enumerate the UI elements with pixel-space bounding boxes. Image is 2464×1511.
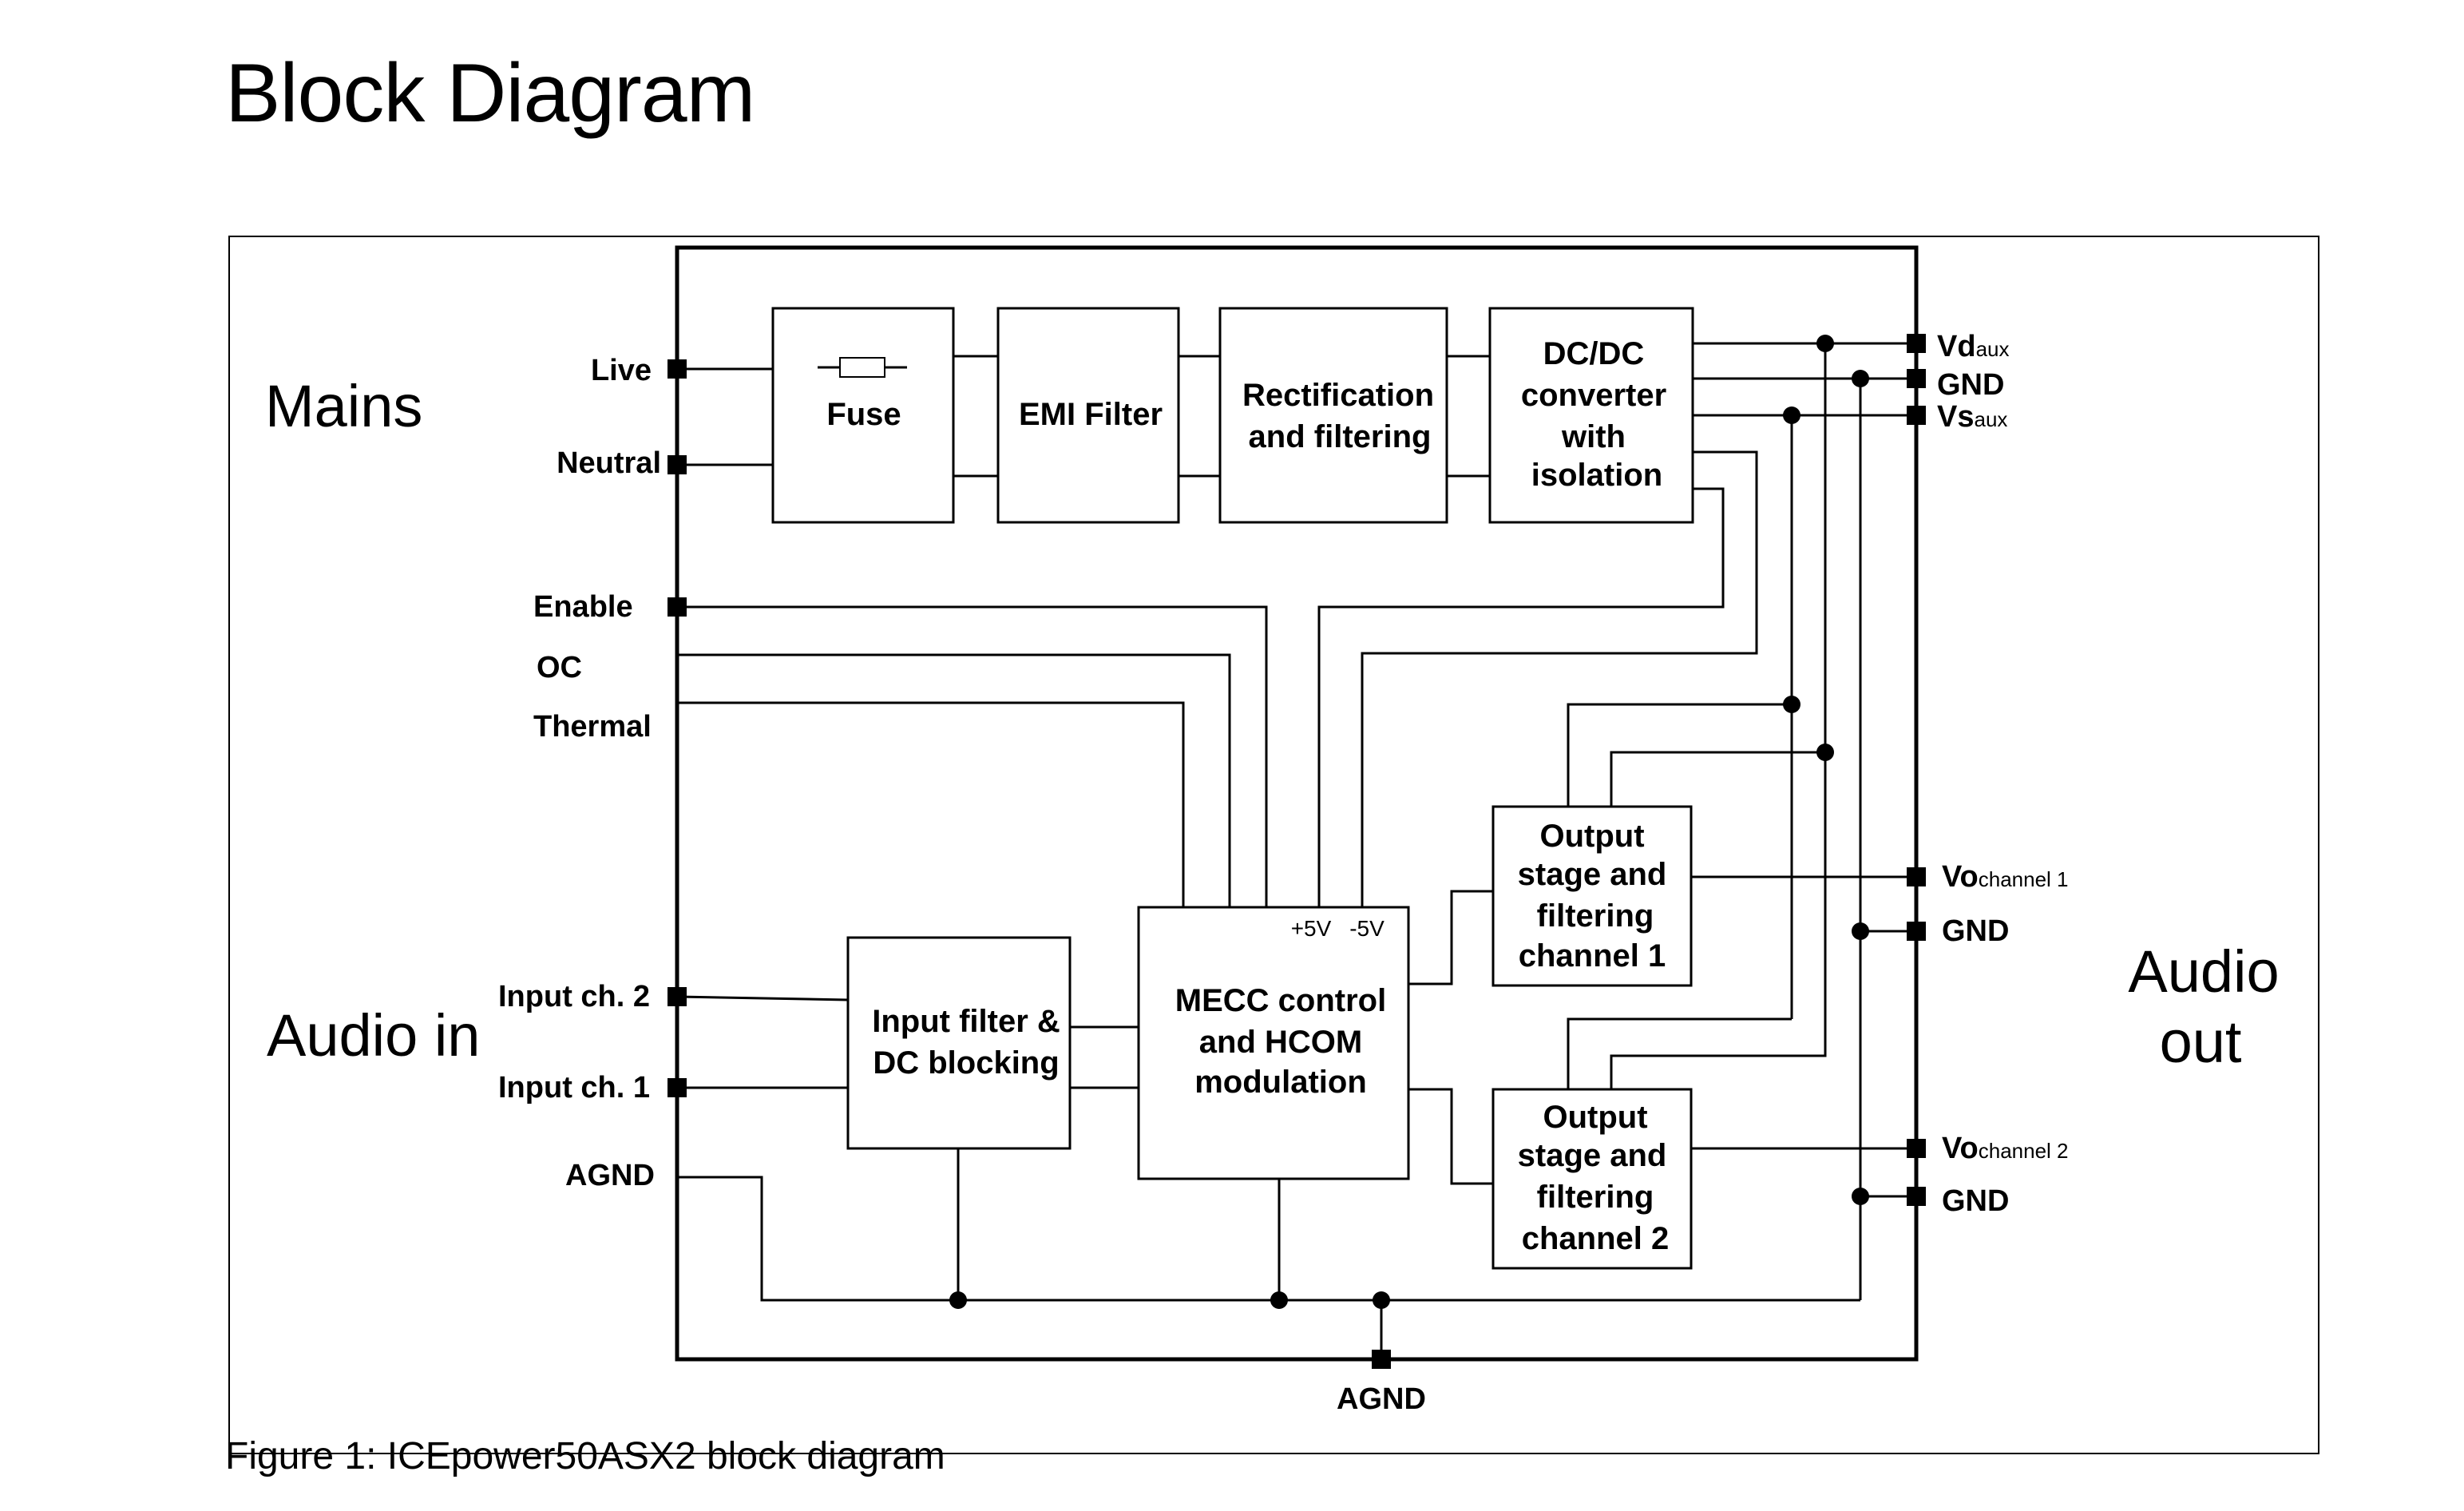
dcdc-label-4: isolation	[1531, 458, 1662, 493]
output-stage-channel-2-block: Output stage and filtering channel 2	[1491, 1088, 1693, 1270]
input-filter-label-2: DC blocking	[873, 1045, 1059, 1081]
pin-neutral-label: Neutral	[557, 446, 661, 480]
page-title: Block Diagram	[225, 47, 755, 140]
emi-filter-label: EMI Filter	[1019, 397, 1163, 432]
out1-label-2: stage and	[1518, 857, 1667, 892]
pin-vs-aux-label: Vsaux	[1937, 400, 2007, 434]
out1-label-3: filtering	[1537, 898, 1654, 934]
figure-caption: Figure 1: ICEpower50ASX2 block diagram	[225, 1435, 945, 1477]
pin-terminals	[667, 334, 1926, 1369]
audio-in-region-label: Audio in	[267, 1002, 480, 1069]
figure-frame	[228, 236, 2319, 1454]
mecc-minus-5v: -5V	[1349, 916, 1385, 941]
mecc-plus-5v: +5V	[1291, 916, 1332, 941]
rectification-label-2: and filtering	[1249, 419, 1432, 454]
out2-label-1: Output	[1543, 1100, 1647, 1135]
mecc-label-1: MECC control	[1175, 983, 1386, 1018]
pin-vd-aux-label: Vdaux	[1937, 330, 2009, 363]
dcdc-label-1: DC/DC	[1543, 336, 1645, 371]
mecc-label-3: modulation	[1194, 1065, 1367, 1100]
out2-label-2: stage and	[1518, 1138, 1667, 1173]
pin-vo-channel-2-label: Vochannel 2	[1942, 1132, 2069, 1165]
pin-input-ch2-label: Input ch. 2	[498, 980, 650, 1013]
pin-enable-label: Enable	[533, 590, 633, 624]
pin-agnd-bottom-label: AGND	[1337, 1382, 1426, 1416]
out2-label-3: filtering	[1537, 1180, 1654, 1215]
pin-gnd-aux-label: GND	[1937, 368, 2004, 402]
dcdc-label-3: with	[1561, 419, 1626, 454]
pin-vo-channel-1-label: Vochannel 1	[1942, 860, 2069, 894]
mecc-control-block: +5V -5V MECC control and HCOM modulation	[1137, 906, 1410, 1180]
pin-input-ch1-label: Input ch. 1	[498, 1071, 650, 1104]
input-filter-label-1: Input filter &	[872, 1004, 1060, 1039]
emi-filter-block: EMI Filter	[996, 307, 1180, 524]
fuse-block: Fuse	[771, 307, 955, 524]
out1-label-1: Output	[1539, 819, 1644, 854]
pin-gnd-channel-1-label: GND	[1942, 914, 2009, 948]
fuse-label: Fuse	[826, 397, 901, 432]
out1-label-4: channel 1	[1519, 938, 1666, 974]
pin-thermal-label: Thermal	[533, 710, 652, 744]
mecc-label-2: and HCOM	[1199, 1025, 1362, 1060]
wires	[676, 342, 1916, 1359]
dcdc-label-2: converter	[1521, 378, 1666, 413]
rectification-label-1: Rectification	[1242, 378, 1434, 413]
pin-agnd-label: AGND	[565, 1159, 655, 1192]
module-boundary	[675, 245, 1919, 1362]
input-filter-block: Input filter & DC blocking	[846, 936, 1072, 1150]
audio-out-region-label-2: out	[2160, 1009, 2242, 1075]
pin-gnd-channel-2-label: GND	[1942, 1184, 2009, 1218]
audio-out-region-label-1: Audio	[2128, 938, 2279, 1005]
mains-region-label: Mains	[265, 373, 422, 439]
out2-label-4: channel 2	[1522, 1221, 1670, 1256]
output-stage-channel-1-block: Output stage and filtering channel 1	[1491, 805, 1693, 987]
junction-dots	[949, 335, 1869, 1309]
rectification-block: Rectification and filtering	[1218, 307, 1448, 524]
dcdc-converter-block: DC/DC converter with isolation	[1488, 307, 1694, 524]
pin-oc-label: OC	[537, 651, 582, 684]
pin-live-label: Live	[591, 354, 652, 387]
